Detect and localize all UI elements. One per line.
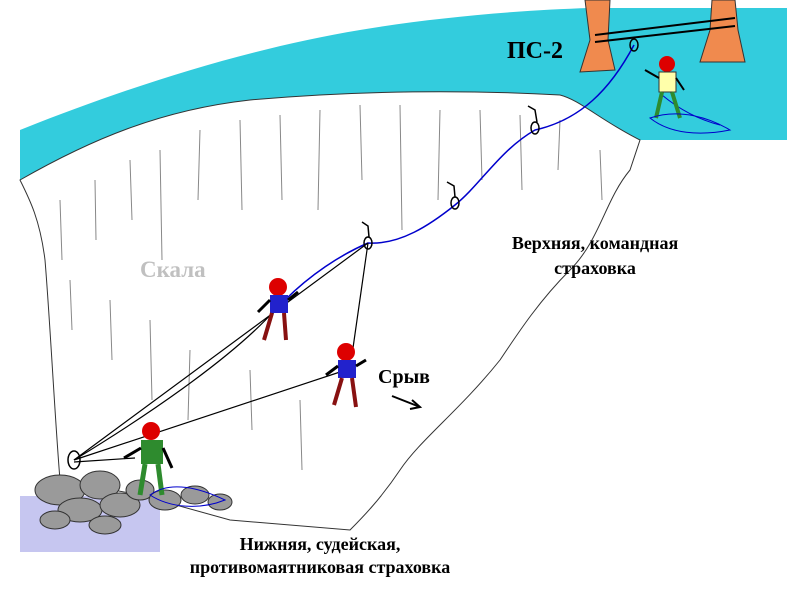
station-label: ПС-2 [507, 38, 563, 64]
rock-face [19, 91, 641, 531]
rock-cracks [59, 104, 603, 471]
upper-belay-label: Верхняя, командная страховка [460, 231, 730, 281]
falling-climber-figure [325, 343, 367, 408]
carabiner-icon [67, 38, 639, 470]
lower-belay-label: Нижняя, судейская, противомаятниковая ст… [140, 533, 500, 579]
station-sling [594, 17, 736, 43]
station-climber-figure [644, 56, 732, 134]
lower-belay-line-1: Нижняя, судейская, [239, 534, 401, 554]
upper-rope-tail [661, 94, 721, 126]
upper-belay-line-2: страховка [554, 258, 636, 278]
rope-coil [149, 486, 227, 507]
belayer-figure [123, 422, 227, 507]
upper-rope [284, 44, 635, 301]
rock-label: Скала [140, 257, 206, 282]
fall-label: Срыв [378, 366, 430, 388]
boulders [34, 470, 233, 535]
climber-figure [256, 278, 299, 341]
lower-belay-line-2: противомаятниковая страховка [189, 557, 451, 577]
upper-belay-line-1: Верхняя, командная [511, 233, 679, 253]
tree-left [579, 0, 616, 73]
station-rope-coil [648, 113, 732, 134]
tree-right [699, 0, 746, 63]
fall-direction-arrow [391, 395, 423, 410]
